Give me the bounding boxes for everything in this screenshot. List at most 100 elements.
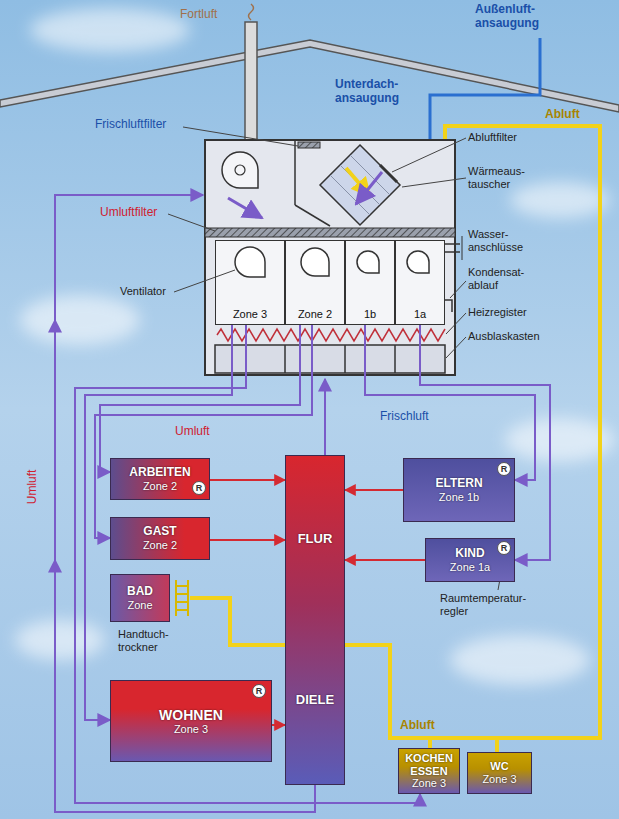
overflow-arrow bbox=[210, 539, 285, 541]
unit-housing bbox=[205, 140, 455, 375]
cloud bbox=[450, 635, 590, 685]
flow-arrow bbox=[54, 320, 56, 360]
air-label: Außenluft- ansaugung bbox=[475, 3, 563, 31]
zone-label: Zone 1b bbox=[439, 491, 479, 504]
supply-duct bbox=[365, 325, 535, 480]
part-label: Heizregister bbox=[468, 306, 553, 319]
exhaust-fan bbox=[222, 152, 258, 188]
supply-duct bbox=[75, 325, 420, 803]
compartment-label: Zone 3 bbox=[233, 308, 267, 321]
towel-dryer-rung bbox=[176, 609, 188, 611]
room-box: KOCHEN ESSENZone 3 bbox=[398, 748, 460, 794]
recirculation-filter bbox=[205, 228, 455, 237]
towel-dryer-rung bbox=[176, 585, 188, 587]
bracket bbox=[462, 236, 463, 260]
part-label: Wärmeaus- tauscher bbox=[468, 165, 543, 190]
cloud bbox=[510, 182, 610, 218]
part-label: Kondensat- ablauf bbox=[468, 266, 548, 291]
leader-line bbox=[450, 281, 466, 298]
partition bbox=[294, 140, 296, 205]
part-label: Frischluftfilter bbox=[95, 118, 195, 132]
extract-air-branch bbox=[428, 738, 432, 748]
room-name: ELTERN bbox=[435, 477, 482, 491]
part-label: Handtuch- trockner bbox=[118, 628, 193, 653]
room-name: GAST bbox=[143, 525, 176, 539]
leader-line bbox=[392, 138, 466, 172]
room-name: WOHNEN bbox=[159, 707, 223, 723]
zone-label: Zone 2 bbox=[143, 480, 177, 493]
air-label: Frischluft bbox=[380, 410, 450, 424]
supply-duct bbox=[100, 325, 300, 472]
recirculation-duct bbox=[324, 379, 326, 455]
leader-line bbox=[446, 337, 466, 358]
outlet-box bbox=[215, 345, 445, 373]
compartment-label: Zone 2 bbox=[298, 308, 332, 321]
supply-duct bbox=[420, 325, 550, 560]
part-label: Ventilator bbox=[120, 285, 190, 298]
fan bbox=[357, 251, 379, 273]
heating-coil bbox=[217, 329, 445, 341]
zone-label: Zone 2 bbox=[143, 539, 177, 552]
heat-exchanger bbox=[320, 145, 400, 225]
cloud bbox=[30, 8, 190, 52]
fan-chamber bbox=[215, 240, 445, 325]
room-name: WC bbox=[490, 760, 508, 773]
fan-compartment: 1a bbox=[395, 240, 445, 325]
fresh-flow-arrow bbox=[356, 172, 382, 204]
connectors bbox=[75, 325, 550, 803]
compartment-label: 1a bbox=[414, 308, 426, 321]
outlet-divider bbox=[344, 345, 346, 373]
air-label: Unterdach- ansaugung bbox=[335, 78, 420, 106]
condensate-drain bbox=[445, 300, 452, 312]
leader-line bbox=[402, 178, 466, 187]
extract-air-duct bbox=[190, 598, 285, 645]
air-label: Umluft bbox=[175, 425, 230, 439]
fresh-air-filter bbox=[298, 142, 320, 148]
fan bbox=[301, 248, 329, 276]
exhaust-pipe bbox=[245, 22, 257, 140]
mix-flow-arrow bbox=[228, 198, 262, 218]
hallway-box: FLUR DIELE bbox=[285, 455, 345, 785]
part-label: Umluftfilter bbox=[100, 206, 190, 220]
room-name: KIND bbox=[455, 547, 484, 561]
room-box: GASTZone 2 bbox=[110, 517, 210, 560]
fan bbox=[235, 247, 265, 277]
room-name: FLUR bbox=[298, 532, 333, 547]
overflow-arrow bbox=[345, 489, 403, 491]
room-name: DIELE bbox=[296, 693, 334, 708]
partition bbox=[295, 205, 330, 226]
cloud bbox=[20, 295, 140, 345]
fan bbox=[407, 251, 429, 273]
air-label: Umluft bbox=[26, 462, 40, 512]
room-box: BADZone bbox=[110, 574, 170, 622]
part-label: Ausblaskasten bbox=[468, 330, 558, 343]
part-label: Raumtemperatur- regler bbox=[440, 592, 545, 617]
fan-compartment: Zone 3 bbox=[215, 240, 285, 325]
air-label: Abluft bbox=[545, 108, 595, 122]
roof bbox=[0, 40, 619, 112]
supply-duct bbox=[85, 325, 232, 720]
overflow-arrow bbox=[272, 724, 285, 726]
thermostat-symbol: R bbox=[497, 462, 511, 476]
water-pipe bbox=[445, 244, 460, 252]
supply-duct bbox=[95, 325, 312, 538]
cloud bbox=[15, 620, 105, 660]
part-label: Abluftfilter bbox=[468, 131, 553, 144]
thermostat-symbol: R bbox=[252, 684, 266, 698]
towel-dryer-rung bbox=[176, 593, 188, 595]
room-name: KOCHEN ESSEN bbox=[403, 752, 455, 777]
zone-label: Zone bbox=[127, 599, 152, 612]
zone-label: Zone 3 bbox=[412, 777, 446, 790]
room-name: ARBEITEN bbox=[129, 466, 190, 480]
leader-line bbox=[446, 313, 466, 334]
exhaust-plume bbox=[249, 4, 254, 20]
room-box: WOHNENZone 3 bbox=[110, 680, 272, 762]
zone-label: Zone 3 bbox=[482, 773, 516, 786]
towel-dryer-rung bbox=[176, 601, 188, 603]
compartment-label: 1b bbox=[364, 308, 376, 321]
room-name: BAD bbox=[127, 585, 153, 599]
towel-dryer bbox=[176, 580, 188, 616]
fan-compartment: Zone 2 bbox=[285, 240, 345, 325]
